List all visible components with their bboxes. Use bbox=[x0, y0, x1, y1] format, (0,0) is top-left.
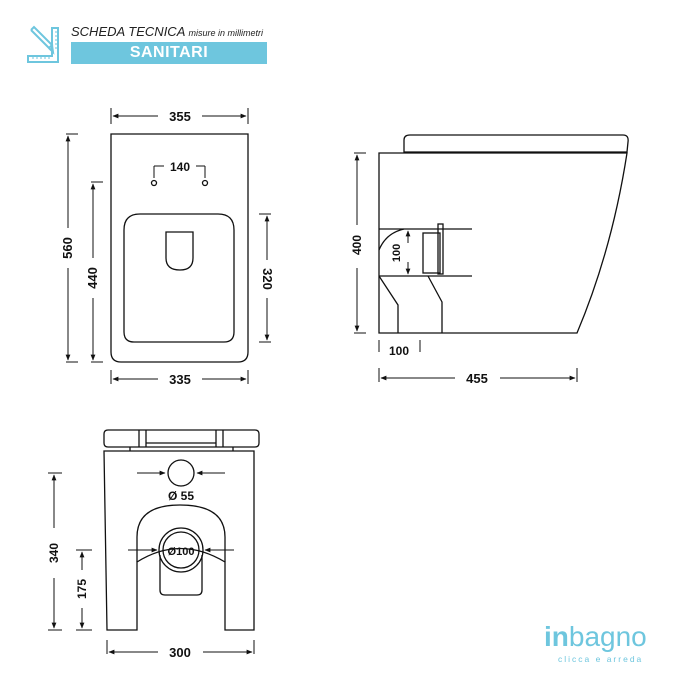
dim-total-depth: 560 bbox=[60, 237, 75, 259]
pencil-ruler-icon bbox=[27, 25, 59, 63]
side-view bbox=[378, 134, 629, 334]
logo-wordmark: inbagno bbox=[544, 620, 647, 654]
dim-outlet-diameter-rear: Ø100 bbox=[168, 546, 195, 558]
top-view bbox=[110, 133, 249, 363]
sheet-title-units: misure in millimetri bbox=[188, 28, 264, 38]
dim-total-length: 455 bbox=[466, 371, 488, 386]
sheet-title-main: SCHEDA TECNICA bbox=[71, 24, 185, 39]
dim-bowl-depth: 320 bbox=[260, 268, 275, 290]
logo-in: in bbox=[544, 621, 569, 652]
dim-width-top: 355 bbox=[169, 109, 191, 124]
dim-rear-height: 340 bbox=[47, 543, 61, 563]
dim-base-width: 300 bbox=[169, 645, 191, 660]
brand-logo: inbagno clicca e arreda bbox=[544, 620, 684, 670]
sheet-title: SCHEDA TECNICA misure in millimetri bbox=[71, 24, 263, 39]
dim-outlet-diameter-side: 100 bbox=[391, 244, 403, 262]
dim-seat-depth: 440 bbox=[85, 267, 100, 289]
dim-side-height: 400 bbox=[350, 235, 364, 255]
logo-bagno: bagno bbox=[568, 621, 647, 652]
dim-width-bottom: 335 bbox=[169, 372, 191, 387]
dim-hole-spacing: 140 bbox=[170, 160, 190, 174]
rear-view bbox=[103, 429, 260, 631]
logo-tagline: clicca e arreda bbox=[558, 654, 644, 664]
category-band: SANITARI bbox=[71, 42, 267, 64]
dim-inlet-diameter: Ø 55 bbox=[168, 489, 194, 503]
dim-outlet-height: 175 bbox=[75, 579, 89, 599]
dim-outlet-offset: 100 bbox=[389, 344, 409, 358]
header: SCHEDA TECNICA misure in millimetri SANI… bbox=[25, 24, 285, 70]
